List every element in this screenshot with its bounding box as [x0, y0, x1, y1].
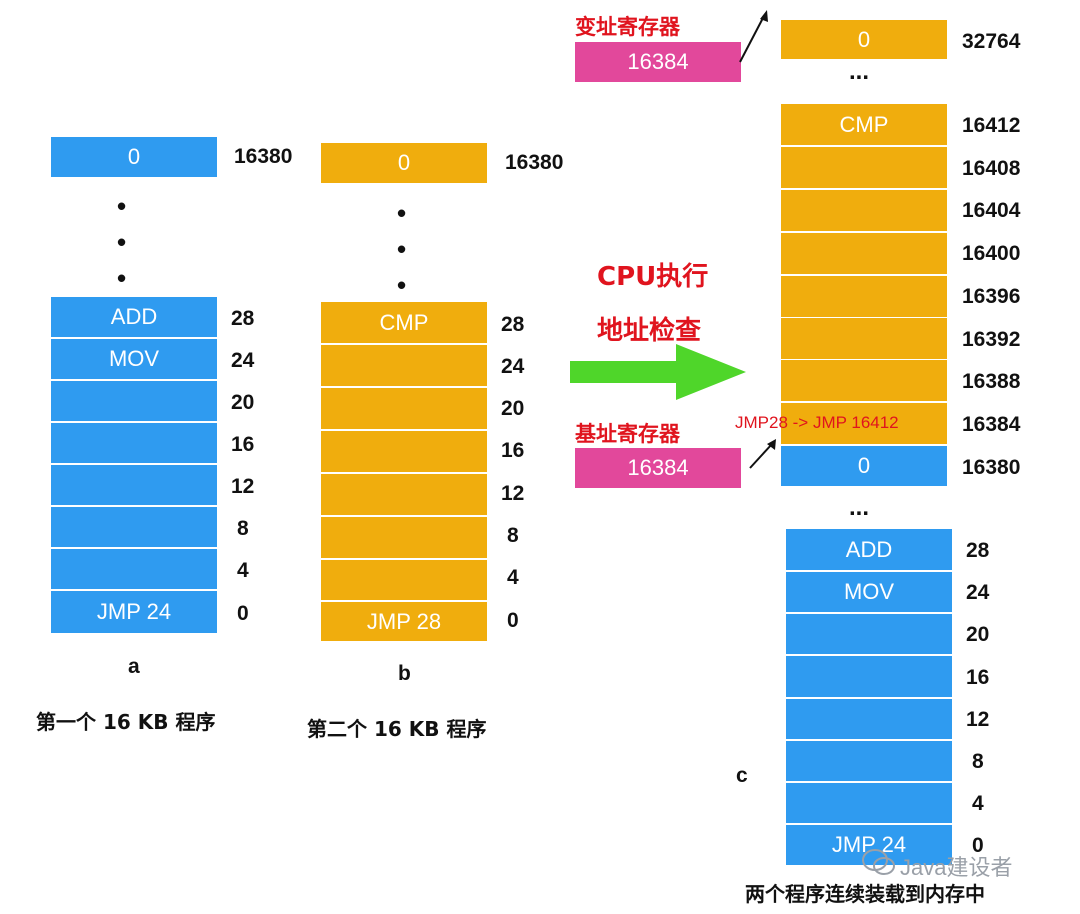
address-label: 28 — [966, 539, 990, 562]
memory-cell — [786, 614, 952, 654]
address-label: 28 — [501, 313, 525, 336]
address-label: 12 — [966, 708, 990, 731]
address-label: 16404 — [962, 199, 1021, 222]
address-label: 16 — [231, 433, 255, 456]
program-a-letter: a — [128, 655, 140, 678]
memory-cell — [781, 147, 947, 188]
memory-cell — [51, 381, 217, 421]
address-label: 28 — [231, 307, 255, 330]
memory-c-caption: 两个程序连续装载到内存中 — [745, 882, 985, 906]
memory-cell — [321, 388, 487, 429]
memory-cell — [51, 423, 217, 463]
memory-cell: CMP — [321, 302, 487, 343]
ellipsis: ... — [849, 494, 870, 521]
memory-cell — [781, 318, 947, 359]
program-b-top-cell: 0 — [321, 143, 487, 183]
memory-cell: CMP — [781, 104, 947, 145]
address-label: 16396 — [962, 285, 1021, 308]
memory-cell — [321, 345, 487, 386]
ellipsis-dot: • — [397, 234, 407, 264]
address-label: 0 — [237, 602, 249, 625]
address-label: 8 — [507, 524, 519, 547]
limit-pointer-arrow-icon — [739, 10, 768, 63]
memory-cell — [781, 403, 947, 444]
memory-cell — [321, 431, 487, 472]
jmp-rewrite-annotation: JMP28 -> JMP 16412 — [735, 413, 899, 432]
memory-cell — [781, 190, 947, 231]
memory-cell: MOV — [51, 339, 217, 379]
program-a-top-cell: 0 — [51, 137, 217, 177]
limit-register-label: 变址寄存器 — [575, 15, 680, 39]
address-label: 20 — [966, 623, 990, 646]
limit-register-value: 16384 — [575, 42, 741, 82]
address-label: 24 — [231, 349, 255, 372]
ellipsis-dot: • — [117, 191, 127, 221]
address-label: 16 — [966, 666, 990, 689]
address-label: 16388 — [962, 370, 1021, 393]
program-a-top-address: 16380 — [234, 145, 293, 168]
address-label: 20 — [231, 391, 255, 414]
address-check-label: 地址检查 — [597, 316, 702, 346]
address-label: 4 — [237, 559, 249, 582]
right-arrow-icon — [570, 344, 746, 400]
memory-c-top-cell: 0 — [781, 20, 947, 59]
ellipsis: ... — [849, 58, 870, 85]
memory-cell — [321, 474, 487, 515]
address-label: 0 — [972, 834, 984, 857]
address-label: 16400 — [962, 242, 1021, 265]
cpu-execute-label: CPU执行 — [597, 262, 709, 292]
base-register-value: 16384 — [575, 448, 741, 488]
base-pointer-arrow-icon — [749, 439, 776, 469]
address-label: 0 — [507, 609, 519, 632]
address-label: 16412 — [962, 114, 1021, 137]
address-label: 24 — [501, 355, 525, 378]
memory-cell — [321, 560, 487, 600]
address-label: 20 — [501, 397, 525, 420]
base-register-label: 基址寄存器 — [575, 422, 680, 446]
memory-cell — [786, 656, 952, 697]
address-label: 16392 — [962, 328, 1021, 351]
address-label: 16 — [501, 439, 525, 462]
memory-c-letter: c — [736, 764, 748, 787]
memory-cell: JMP 24 — [51, 591, 217, 633]
memory-cell — [781, 233, 947, 274]
memory-cell: MOV — [786, 572, 952, 612]
memory-cell — [51, 549, 217, 589]
program-a-caption: 第一个 16 KB 程序 — [36, 710, 216, 734]
memory-cell — [321, 517, 487, 558]
wechat-logo-icon — [862, 849, 895, 875]
memory-c-blue-top-address: 16380 — [962, 456, 1021, 479]
program-b-top-address: 16380 — [505, 151, 564, 174]
memory-cell: ADD — [51, 297, 217, 337]
address-label: 8 — [972, 750, 984, 773]
memory-cell: JMP 28 — [321, 602, 487, 641]
memory-cell — [51, 465, 217, 505]
memory-c-blue-top-cell: 0 — [781, 446, 947, 486]
ellipsis-dot: • — [397, 198, 407, 228]
address-label: 24 — [966, 581, 990, 604]
address-label: 16384 — [962, 413, 1021, 436]
memory-cell — [786, 699, 952, 739]
ellipsis-dot: • — [397, 270, 407, 300]
program-b-caption: 第二个 16 KB 程序 — [307, 717, 487, 741]
watermark: Java建设者 — [900, 855, 1013, 880]
program-b-letter: b — [398, 662, 411, 685]
memory-cell — [781, 360, 947, 401]
memory-c-top-address: 32764 — [962, 30, 1021, 53]
address-label: 4 — [972, 792, 984, 815]
address-label: 12 — [231, 475, 255, 498]
address-label: 12 — [501, 482, 525, 505]
memory-cell — [786, 741, 952, 781]
memory-cell — [786, 783, 952, 823]
address-label: 8 — [237, 517, 249, 540]
address-label: 4 — [507, 566, 519, 589]
memory-cell: ADD — [786, 529, 952, 570]
memory-cell: JMP 24 — [786, 825, 952, 865]
address-label: 16408 — [962, 157, 1021, 180]
ellipsis-dot: • — [117, 263, 127, 293]
memory-cell — [781, 276, 947, 317]
memory-cell — [51, 507, 217, 547]
ellipsis-dot: • — [117, 227, 127, 257]
